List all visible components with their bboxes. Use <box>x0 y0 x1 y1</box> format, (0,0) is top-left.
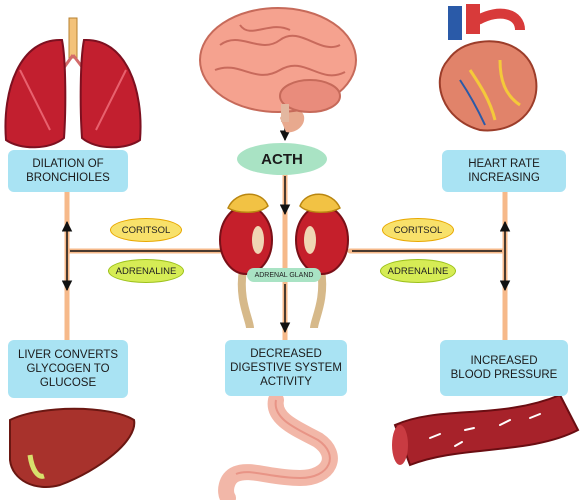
adrenaline-right-label: ADRENALINE <box>380 259 456 283</box>
effect-liver-box: LIVER CONVERTS GLYCOGEN TO GLUCOSE <box>8 340 128 398</box>
lungs-illustration <box>4 17 142 149</box>
stomach-illustration <box>218 392 338 500</box>
effect-heart-box: HEART RATE INCREASING <box>442 150 566 192</box>
blood-vessel-illustration <box>392 393 580 467</box>
acth-label: ACTH <box>237 143 327 175</box>
adrenal-glands-illustration <box>219 193 349 329</box>
effect-lungs-box: DILATION OF BRONCHIOLES <box>8 150 128 192</box>
adrenaline-left-label: ADRENALINE <box>108 259 184 283</box>
effect-digestive-box: DECREASED DIGESTIVE SYSTEM ACTIVITY <box>225 340 347 396</box>
cortisol-left-label: CORITSOL <box>110 218 182 242</box>
brain-illustration <box>199 7 357 133</box>
connector-lines <box>64 169 508 345</box>
heart-illustration <box>438 4 538 132</box>
cortisol-right-label: CORITSOL <box>382 218 454 242</box>
effect-blood-pressure-box: INCREASED BLOOD PRESSURE <box>440 340 568 396</box>
liver-illustration <box>9 407 136 488</box>
adrenal-gland-label: ADRENAL GLAND <box>247 268 321 282</box>
